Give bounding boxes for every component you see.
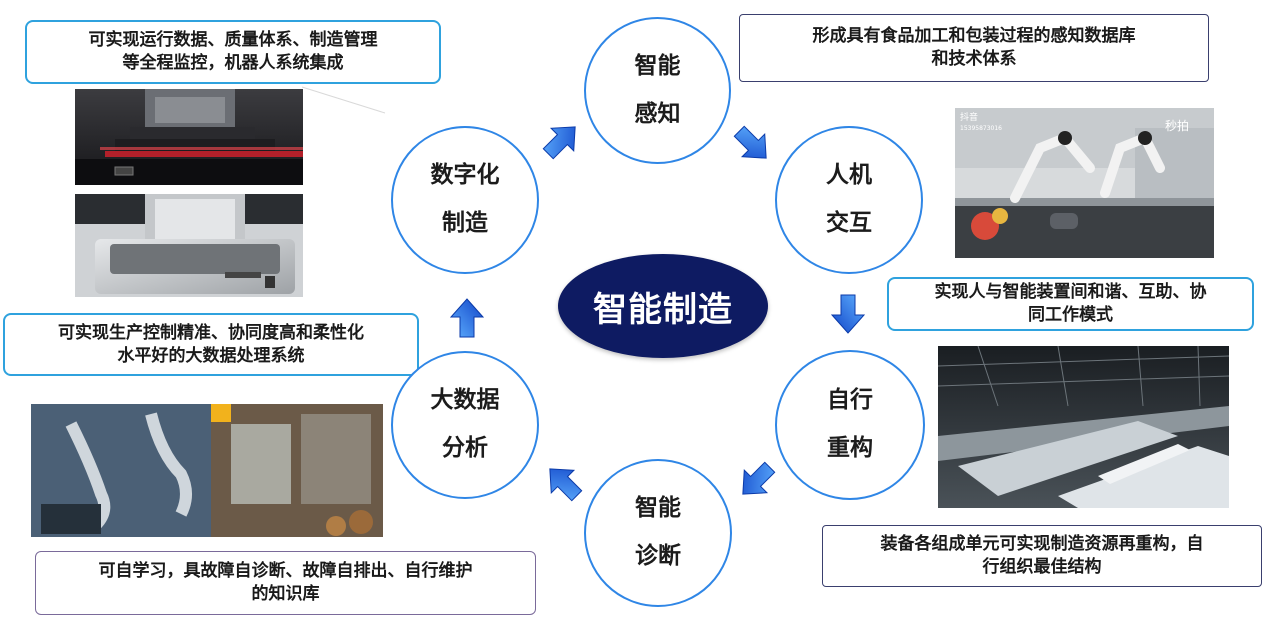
arrow-diagnosis-to-bigdata <box>540 459 588 507</box>
note-top-left-line1: 可实现运行数据、质量体系、制造管理 <box>88 30 378 50</box>
note-left-mid: 可实现生产控制精准、协同度高和柔性化 水平好的大数据处理系统 <box>3 313 419 376</box>
node-big-data-analysis-line1: 大数据 <box>430 387 500 414</box>
arrow-interaction-to-reconfiguration <box>824 289 872 337</box>
note-left-mid-line1: 可实现生产控制精准、协同度高和柔性化 <box>58 322 364 343</box>
note-top-right-line2: 和技术体系 <box>931 49 1017 69</box>
node-smart-perception-line2: 感知 <box>634 100 681 127</box>
note-bottom-right-line1: 装备各组成单元可实现制造资源再重构，自 <box>880 534 1204 554</box>
watermark-id: 15395873016 <box>960 125 1002 132</box>
node-self-reconfiguration-line2: 重构 <box>827 435 873 461</box>
node-digital-manufacturing-line2: 制造 <box>442 210 488 236</box>
watermark-app: 秒拍 <box>1165 118 1189 133</box>
node-big-data-analysis-line2: 分析 <box>442 435 488 461</box>
note-bottom-left: 可自学习，具故障自诊断、故障自排出、自行维护 的知识库 <box>35 551 536 615</box>
note-right-mid: 实现人与智能装置间和谐、互助、协 同工作模式 <box>887 277 1254 331</box>
node-human-machine-interaction-line1: 人机 <box>826 162 872 189</box>
note-top-right: 形成具有食品加工和包装过程的感知数据库 和技术体系 <box>739 14 1209 82</box>
node-smart-diagnosis-line1: 智能 <box>635 495 681 522</box>
photo-warehouse-conveyor <box>938 346 1229 508</box>
node-smart-diagnosis-line2: 诊断 <box>635 543 681 569</box>
watermark-brand: 抖音 <box>960 111 978 123</box>
node-big-data-analysis: 大数据 分析 <box>391 351 539 499</box>
node-smart-diagnosis: 智能 诊断 <box>584 459 732 607</box>
center-smart-manufacturing: 智能制造 <box>558 254 768 358</box>
note-right-mid-line2: 同工作模式 <box>1028 305 1113 325</box>
node-self-reconfiguration: 自行 重构 <box>775 350 925 500</box>
note-top-left: 可实现运行数据、质量体系、制造管理 等全程监控，机器人系统集成 <box>25 20 441 84</box>
note-bottom-right: 装备各组成单元可实现制造资源再重构，自 行组织最佳结构 <box>822 525 1262 587</box>
note-top-right-line1: 形成具有食品加工和包装过程的感知数据库 <box>812 26 1136 46</box>
connector-line <box>301 86 386 114</box>
node-digital-manufacturing: 数字化 制造 <box>391 126 539 274</box>
photo-robot-production <box>31 404 383 537</box>
center-label: 智能制造 <box>593 289 733 330</box>
node-self-reconfiguration-line1: 自行 <box>827 387 873 414</box>
node-smart-perception: 智能 感知 <box>584 17 731 164</box>
note-bottom-left-line1: 可自学习，具故障自诊断、故障自排出、自行维护 <box>98 561 473 581</box>
arrow-perception-to-interaction <box>728 120 776 168</box>
note-bottom-right-line2: 行组织最佳结构 <box>982 557 1102 577</box>
note-bottom-left-line2: 的知识库 <box>251 584 320 604</box>
arrow-digital-to-perception <box>537 117 585 165</box>
note-top-left-line2: 等全程监控，机器人系统集成 <box>122 53 344 73</box>
note-right-mid-line1: 实现人与智能装置间和谐、互助、协 <box>934 282 1207 302</box>
photo-wafer-machine <box>75 89 303 185</box>
node-human-machine-interaction: 人机 交互 <box>775 126 923 274</box>
photo-robot-kitchen: 抖音 15395873016 秒拍 <box>955 108 1214 258</box>
note-left-mid-line2: 水平好的大数据处理系统 <box>117 345 305 366</box>
arrow-reconfiguration-to-diagnosis <box>733 456 781 504</box>
arrow-bigdata-to-digital <box>443 295 491 343</box>
photo-metal-chamber <box>75 194 303 297</box>
node-digital-manufacturing-line1: 数字化 <box>430 162 500 189</box>
node-human-machine-interaction-line2: 交互 <box>826 210 872 236</box>
node-smart-perception-line1: 智能 <box>634 52 681 79</box>
